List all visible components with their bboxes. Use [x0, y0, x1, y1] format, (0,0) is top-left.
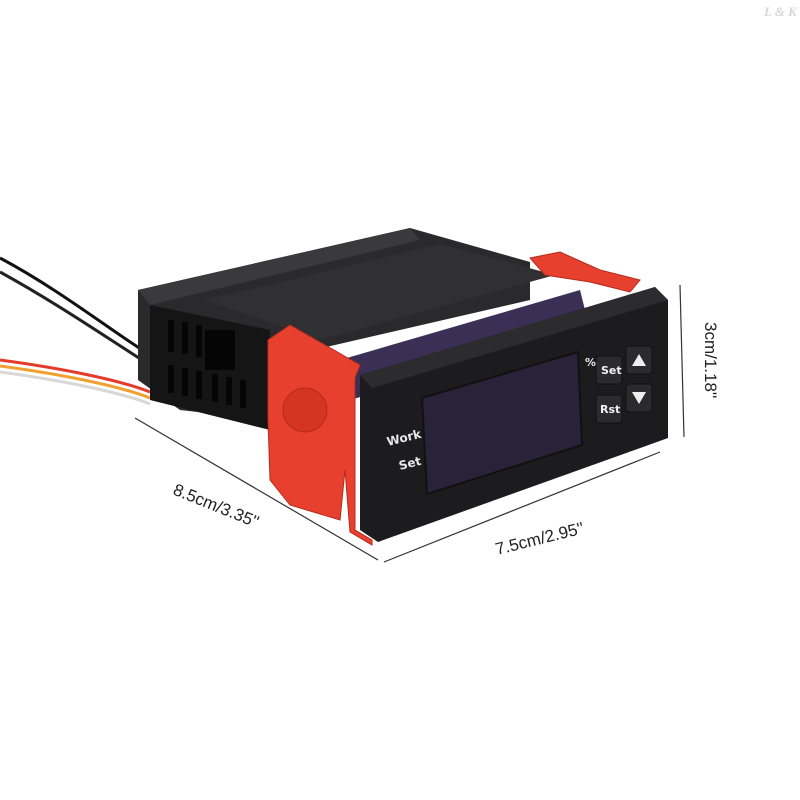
dimension-lines [134, 284, 685, 563]
depth-dimension-label: 8.5cm/3.35'' [171, 480, 262, 532]
width-dimension-label: 7.5cm/2.95'' [493, 519, 586, 559]
watermark: L & K [763, 4, 798, 19]
height-dimension-label: 3cm/1.18'' [701, 322, 720, 398]
set-indicator-label: Set [397, 454, 422, 473]
mounting-clips [267, 251, 641, 546]
rst-button-label: Rst [600, 403, 620, 416]
up-triangle-icon [632, 354, 646, 366]
up-button[interactable] [625, 345, 653, 375]
rst-button[interactable]: Rst [595, 394, 623, 424]
set-button-label: Set [601, 364, 622, 377]
unit-symbol: % [585, 356, 596, 369]
down-triangle-icon [632, 392, 646, 404]
down-button[interactable] [625, 383, 653, 413]
display-window [420, 350, 584, 496]
set-button[interactable]: Set [595, 355, 623, 385]
wires [0, 256, 151, 406]
